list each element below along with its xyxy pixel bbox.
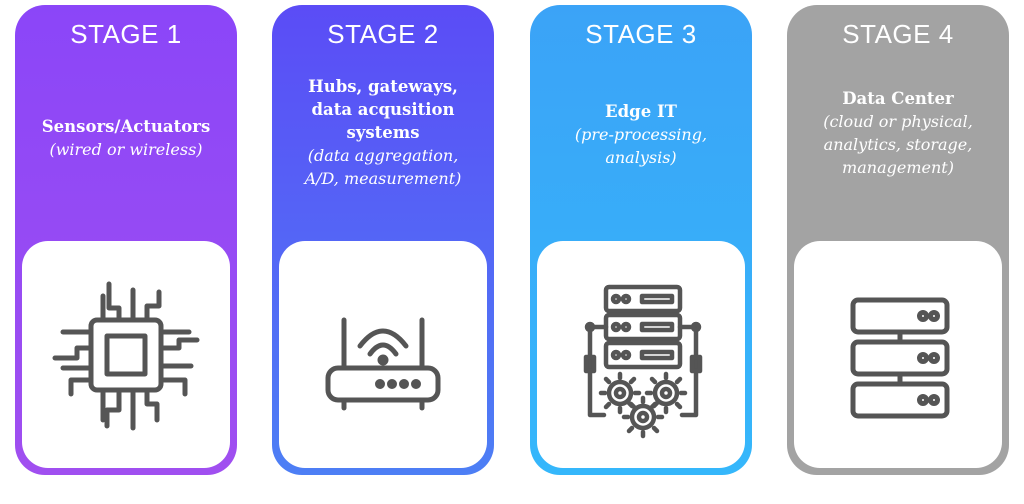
stage-description: Hubs, gateways, data acqusition systems …: [280, 75, 486, 190]
stage-2-column: STAGE 2 Hubs, gateways, data acqusition …: [272, 5, 494, 475]
stage-detail-line: (data aggregation,: [307, 146, 459, 165]
stage-detail-line: analysis): [605, 148, 677, 167]
stage-description: Data Center (cloud or physical, analytic…: [795, 87, 1001, 179]
stage-detail-line: (cloud or physical,: [823, 112, 973, 131]
stage-detail-line: (wired or wireless): [49, 140, 203, 159]
stage-heading-line: Hubs, gateways,: [308, 77, 458, 96]
stage-description: Edge IT (pre-processing, analysis): [538, 100, 744, 169]
stage-detail-line: management): [842, 158, 954, 177]
icon-card: [22, 241, 230, 468]
icon-card: [794, 241, 1002, 468]
stage-1-column: STAGE 1 Sensors/Actuators (wired or wire…: [15, 5, 237, 475]
stage-heading-line: systems: [346, 123, 420, 142]
stage-description: Sensors/Actuators (wired or wireless): [23, 115, 229, 161]
stage-4-column: STAGE 4 Data Center (cloud or physical, …: [787, 5, 1009, 475]
icon-card: [537, 241, 745, 468]
server-gears-icon: [583, 284, 703, 438]
stage-heading-line: Sensors/Actuators: [41, 117, 211, 136]
router-icon: [325, 317, 441, 410]
stage-heading-line: Edge IT: [605, 102, 677, 121]
stage-3-column: STAGE 3 Edge IT (pre-processing, analysi…: [530, 5, 752, 475]
stage-heading-line: data acqusition: [311, 100, 455, 119]
stage-detail-line: analytics, storage,: [823, 135, 973, 154]
stage-detail-line: A/D, measurement): [304, 169, 462, 188]
stage-title: STAGE 1: [70, 19, 182, 49]
server-stack-icon: [850, 297, 950, 418]
microchip-icon: [52, 281, 200, 430]
stage-title: STAGE 2: [327, 19, 439, 49]
stage-title: STAGE 3: [585, 19, 697, 49]
stage-heading-line: Data Center: [842, 89, 954, 108]
stage-title: STAGE 4: [842, 19, 954, 49]
stage-detail-line: (pre-processing,: [574, 125, 708, 144]
icon-card: [279, 241, 487, 468]
